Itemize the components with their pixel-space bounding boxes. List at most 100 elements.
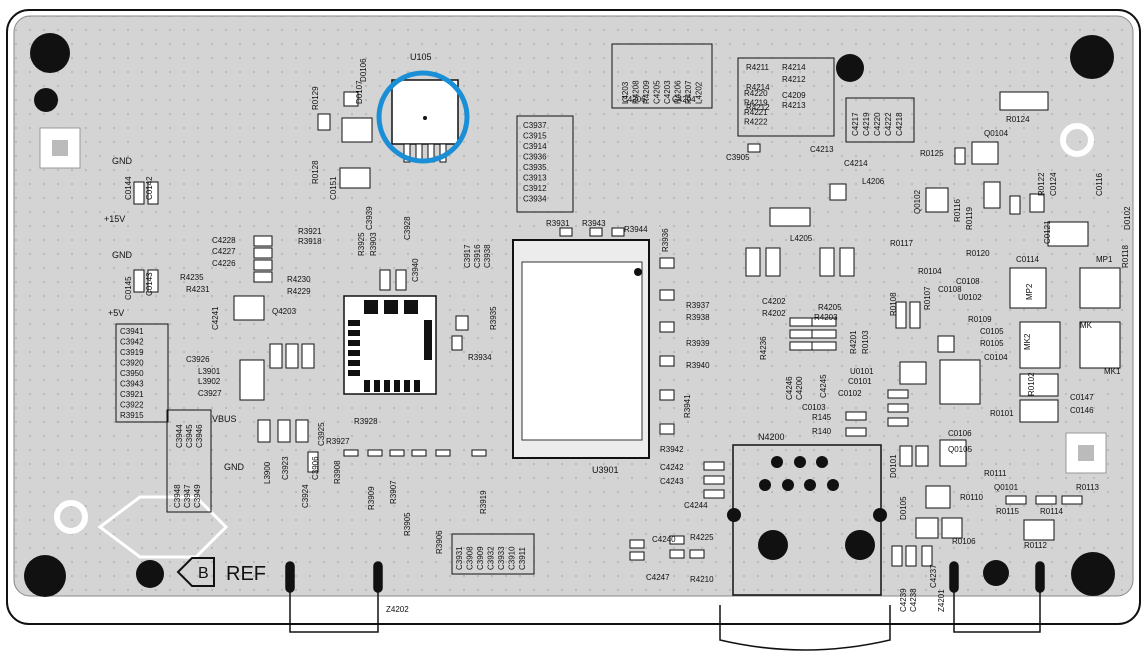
box-top-right-label: R4214: [782, 63, 806, 72]
smd-pad: [559, 227, 573, 237]
component-label: Q4203: [272, 307, 297, 316]
smd-pad: [939, 359, 981, 405]
box-top-right-label: R4212: [782, 75, 806, 84]
component-label: C0146: [1070, 406, 1094, 415]
smd-pad: [611, 227, 625, 237]
smd-pad: [789, 341, 815, 351]
component-label: D0106: [359, 58, 368, 82]
smd-pad: [253, 235, 273, 247]
box-top-center: [611, 43, 713, 109]
cap-midleft-label: C3944: [175, 424, 184, 448]
component-label: R0101: [990, 409, 1014, 418]
smd-pad: [285, 343, 299, 369]
component-label: C4202: [762, 297, 786, 306]
component-label: R3938: [686, 313, 710, 322]
component-label: R4203: [814, 313, 838, 322]
component-label: C4246: [785, 376, 794, 400]
component-label: R3903: [369, 232, 378, 256]
clip-z4202: [285, 561, 383, 633]
component-label: C0144: [124, 176, 133, 200]
smd-pad: [703, 461, 725, 471]
smd-pad: [1019, 373, 1059, 397]
component-label: C3938: [483, 244, 492, 268]
cap-center-label: C3934: [523, 195, 547, 204]
cap-midleft-label: C3946: [195, 424, 204, 448]
component-label: R0106: [952, 537, 976, 546]
component-label: R0102: [1027, 372, 1036, 396]
smd-pad: [451, 335, 463, 351]
smd-pad: [789, 329, 815, 339]
component-label: R0115: [996, 507, 1020, 516]
smd-pad: [659, 257, 675, 269]
smd-pad: [899, 361, 927, 385]
component-label: R0117: [890, 239, 914, 248]
box-top-center-label: C4203: [663, 80, 672, 104]
ic-u3901: U3901: [512, 239, 650, 475]
component-label: R3907: [389, 480, 398, 504]
component-label: C4247: [646, 573, 670, 582]
component-label: R0110: [960, 493, 984, 502]
smd-pad: [659, 321, 675, 333]
component-label: C4241: [211, 306, 220, 330]
smd-pad: [939, 439, 967, 467]
component-label: C4243: [660, 477, 684, 486]
cap-bottom-label: C3908: [466, 546, 475, 570]
box-top-center-label: L4202: [695, 81, 704, 104]
component-label: R4202: [762, 309, 786, 318]
cap-left-label: C3919: [120, 348, 144, 357]
component-label: C3926: [186, 355, 210, 364]
smd-pad: [133, 269, 145, 293]
box-top-center-label: L4203: [621, 81, 630, 104]
component-label: C0108: [938, 285, 962, 294]
component-label: R3943: [582, 219, 606, 228]
component-label: C0106: [948, 429, 972, 438]
component-label: C0105: [980, 327, 1004, 336]
smd-pad: [1023, 519, 1055, 541]
smd-pad: [669, 549, 685, 559]
smd-pad: [147, 269, 159, 293]
smd-pad: [435, 449, 451, 457]
component-label: C3924: [301, 484, 310, 508]
component-label: R3940: [686, 361, 710, 370]
component-label: U0101: [850, 367, 874, 376]
box-top-right-label: C4209: [782, 91, 806, 100]
box-top-right-label: R4222: [744, 118, 768, 127]
box-top-right: [737, 57, 835, 137]
component-label: R0105: [980, 339, 1004, 348]
component-label: C4242: [660, 463, 684, 472]
component-label: Z4202: [386, 605, 409, 614]
square-pads: [39, 127, 1107, 474]
component-label: R0114: [1040, 507, 1064, 516]
smd-pad: [277, 419, 291, 443]
component-label: R3905: [403, 512, 412, 536]
component-label: R0124: [1006, 115, 1030, 124]
component-label: C3923: [281, 456, 290, 480]
component-label: R4231: [186, 285, 210, 294]
smd-pad: [887, 403, 909, 413]
component-label: R4236: [759, 336, 768, 360]
component-label: C3939: [365, 206, 374, 230]
component-label: R3919: [479, 490, 488, 514]
component-label: R145: [812, 413, 832, 422]
component-label: C4238: [909, 588, 918, 612]
component-label: C4200: [795, 376, 804, 400]
component-label: C4239: [899, 588, 908, 612]
smd-pad: [1035, 495, 1057, 505]
smd-pad: [819, 247, 835, 277]
component-label: R0119: [965, 206, 974, 230]
qfn-chip: [343, 295, 437, 395]
cap-center-label: C3936: [523, 153, 547, 162]
cap-left-label: C3941: [120, 327, 144, 336]
component-label: D0107: [355, 80, 364, 104]
component-label: C3925: [317, 422, 326, 446]
component-label: R4205: [818, 303, 842, 312]
component-label: C0104: [984, 353, 1008, 362]
smd-pad: [1009, 267, 1047, 309]
component-label: Z4201: [937, 589, 946, 612]
smd-pad: [317, 113, 331, 131]
component-label: R140: [812, 427, 832, 436]
cap-left-label: C3922: [120, 401, 144, 410]
component-label: C3917: [463, 244, 472, 268]
cap-center-label: C3914: [523, 142, 547, 151]
smd-pad: [1029, 193, 1045, 213]
